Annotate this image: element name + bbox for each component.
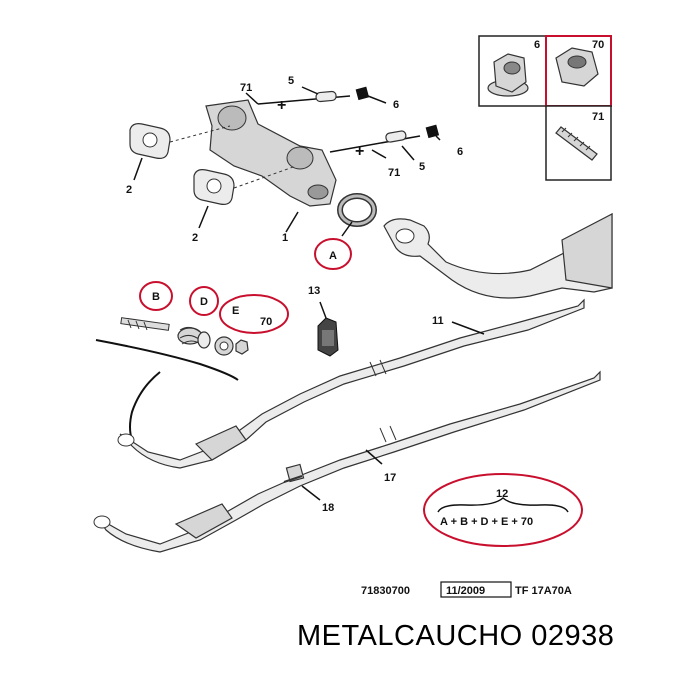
callout-labels: 71 5 6 2 2 1 71 5 6 A B D E 70 13 11 17 …	[126, 75, 533, 528]
inset-label-highlighted-nut: 70	[592, 39, 604, 51]
label-rear-pipe: 17	[384, 472, 396, 484]
highlight-circle-e70	[219, 294, 289, 334]
label-70: 70	[260, 316, 272, 328]
inset-label-stud: 71	[592, 111, 604, 123]
svg-text:+: +	[355, 143, 364, 160]
stud-spacer-lower: +	[329, 124, 440, 160]
highlight-circle-kit	[423, 473, 583, 547]
label-stud-upper: 71	[240, 82, 252, 94]
label-manifold: 1	[282, 232, 288, 244]
label-front-pipe: 11	[432, 315, 444, 327]
label-spacer-lower: 5	[419, 161, 425, 173]
stud-icon	[555, 126, 598, 161]
front-pipe	[119, 298, 585, 469]
brand-line: METALCAUCHO 02938	[297, 620, 615, 652]
label-stud-lower: 71	[388, 167, 400, 179]
catalyst-upper	[194, 425, 247, 461]
svg-text:+: +	[277, 97, 286, 114]
label-e: E	[232, 305, 239, 317]
label-d: D	[200, 296, 208, 308]
label-gasket-upper: 2	[126, 184, 132, 196]
silencer-section	[383, 212, 613, 299]
ref-date-box	[440, 581, 512, 598]
stud-spacer-upper: +	[257, 86, 370, 114]
washer-e	[214, 336, 234, 356]
rear-pipe	[97, 370, 601, 553]
flange-nut-icon	[487, 53, 529, 97]
kit-formula: A + B + D + E + 70	[440, 516, 533, 528]
pipe-clamp	[283, 463, 305, 483]
bolt-b	[120, 317, 170, 331]
label-gasket-lower: 2	[192, 232, 198, 244]
manifold-assembly: + +	[129, 86, 440, 227]
spring-d	[177, 326, 211, 349]
highlight-circles	[139, 238, 583, 547]
highlight-circle-a	[314, 238, 352, 270]
nut-70	[235, 339, 249, 355]
label-ring-a: A	[329, 250, 337, 262]
label-b: B	[152, 291, 160, 303]
kit-brace	[437, 496, 569, 513]
inset-label-nut: 6	[534, 39, 540, 51]
hex-nut-icon	[555, 47, 599, 87]
reference-line: 71830700 11/2009 TF 17A70A	[361, 581, 572, 598]
inset-panel: 6 70 71	[478, 35, 612, 181]
label-nut-upper: 6	[393, 99, 399, 111]
catalyst-lower	[174, 503, 233, 539]
ref-code: TF 17A70A	[515, 585, 572, 597]
label-mount: 13	[308, 285, 320, 297]
label-clamp: 18	[322, 502, 334, 514]
highlight-circle-b	[139, 281, 173, 311]
label-kit-number: 12	[496, 488, 508, 500]
highlight-circle-d	[189, 286, 219, 316]
ref-date: 11/2009	[446, 585, 485, 597]
kit-parts-row	[120, 317, 249, 356]
ref-part-number: 71830700	[361, 585, 410, 597]
label-spacer-upper: 5	[288, 75, 294, 87]
leader-lines	[133, 86, 485, 501]
rubber-mount	[317, 317, 339, 357]
label-nut-lower: 6	[457, 146, 463, 158]
sensor-cable	[95, 339, 239, 441]
exhaust-pipes	[93, 298, 601, 553]
